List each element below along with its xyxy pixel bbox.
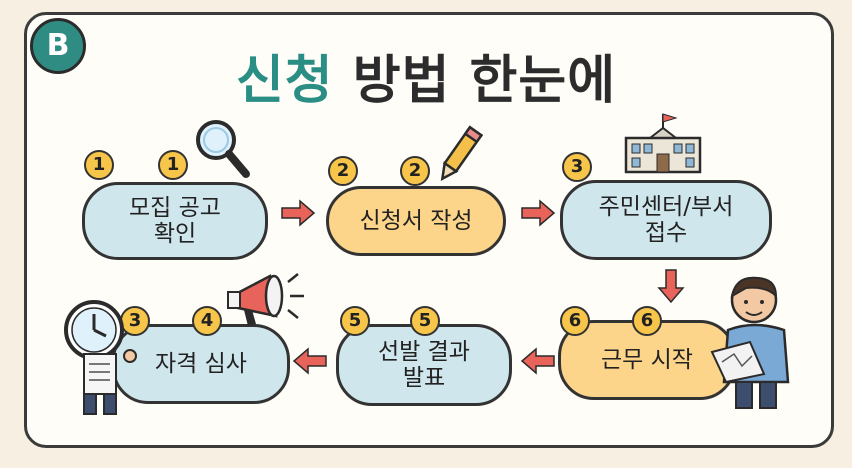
step-2-number-b: 2	[400, 156, 430, 186]
step-1-number-b: 1	[158, 150, 188, 180]
worker-person-icon	[710, 276, 790, 409]
step-6-pill: 근무 시작	[558, 320, 736, 400]
step-5-number-a: 5	[340, 306, 370, 336]
magnifier-icon	[196, 120, 250, 178]
arrow-right-icon	[281, 199, 316, 227]
step-3-number-a: 3	[562, 152, 592, 182]
step-1-number-a: 1	[84, 150, 114, 180]
step-5-pill: 선발 결과 발표	[336, 324, 512, 406]
megaphone-icon	[227, 273, 304, 326]
arrow-left-icon	[520, 347, 555, 375]
step-2-number-a: 2	[328, 156, 358, 186]
step-6-number-a: 6	[560, 306, 590, 336]
step-2-pill: 신청서 작성	[326, 186, 506, 256]
arrow-right-icon	[521, 199, 556, 227]
page-title: 신청 방법 한눈에	[0, 38, 852, 113]
section-badge: B	[30, 18, 86, 74]
arrow-left-icon	[292, 347, 327, 375]
pencil-icon	[440, 125, 484, 182]
step-4-pill: 자격 심사	[112, 324, 290, 404]
step-5-number-b: 5	[410, 306, 440, 336]
clock-person-icon	[64, 300, 137, 415]
step-6-number-b: 6	[632, 306, 662, 336]
step-1-pill: 모집 공고 확인	[82, 182, 268, 260]
step-3-pill: 주민센터/부서 접수	[560, 180, 772, 260]
title-rest: 방법 한눈에	[333, 51, 617, 111]
step-4-number-b: 4	[192, 306, 222, 336]
building-icon	[624, 113, 702, 174]
title-accent: 신청	[235, 51, 334, 111]
arrow-down-icon	[657, 269, 685, 304]
